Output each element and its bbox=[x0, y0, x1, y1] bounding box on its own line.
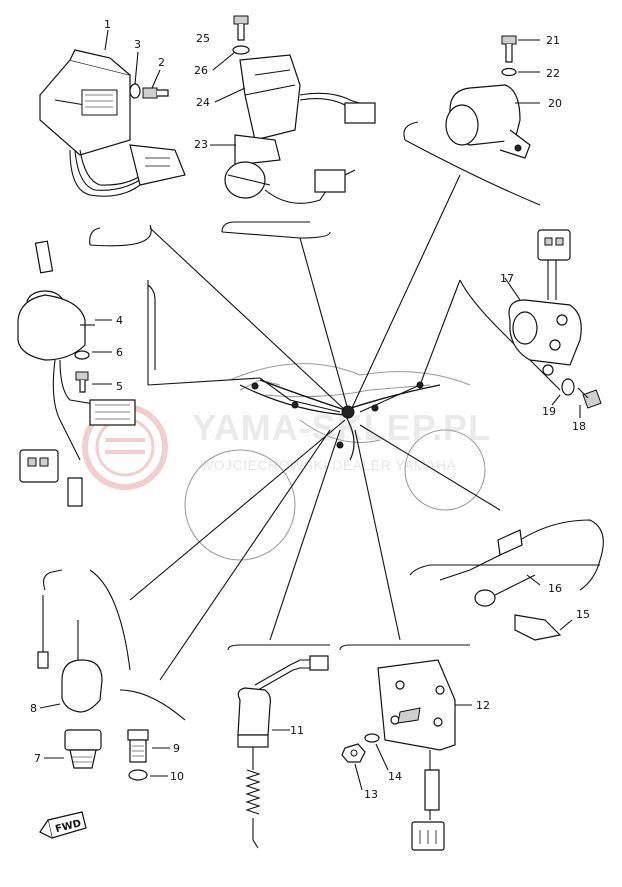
switch-lead-part-8: 8 bbox=[30, 569, 103, 715]
callout-18: 18 bbox=[572, 420, 586, 433]
screw-part-5: 5 bbox=[75, 371, 123, 393]
callout-19: 19 bbox=[542, 405, 556, 418]
rectifier-part-12: 12 bbox=[377, 659, 490, 851]
callout-10: 10 bbox=[170, 770, 184, 783]
nut-part-13: 13 bbox=[341, 743, 378, 801]
relay-unit-part-1: 1 bbox=[39, 18, 186, 197]
group-brackets bbox=[89, 121, 600, 721]
neutral-switch-part-9: 9 bbox=[127, 729, 180, 763]
watermark: YAMA-SKLEP.PL WOJCIECHOWSKI DEALER YAMAH… bbox=[82, 404, 491, 490]
callout-15: 15 bbox=[576, 608, 590, 621]
callout-1: 1 bbox=[104, 18, 111, 31]
callout-8: 8 bbox=[30, 702, 37, 715]
bolt-part-18: 18 bbox=[572, 387, 602, 433]
callout-24: 24 bbox=[196, 96, 210, 109]
callout-3: 3 bbox=[134, 38, 141, 51]
fwd-arrow-icon: FWD bbox=[39, 811, 87, 839]
washer-part-26: 26 bbox=[194, 45, 250, 77]
callout-11: 11 bbox=[290, 724, 304, 737]
connector-icon bbox=[129, 144, 186, 186]
callout-13: 13 bbox=[364, 788, 378, 801]
speedo-cable-part-16: 16 bbox=[439, 519, 604, 607]
wire-harness bbox=[239, 379, 441, 461]
callout-14: 14 bbox=[388, 770, 402, 783]
watermark-brand: YAMA-SKLEP.PL bbox=[192, 407, 491, 448]
callout-4: 4 bbox=[116, 314, 123, 327]
callout-20: 20 bbox=[548, 97, 562, 110]
flasher-relay-part-23-24: 23 24 bbox=[194, 54, 376, 204]
bolt-part-2: 2 bbox=[142, 56, 169, 99]
callout-5: 5 bbox=[116, 380, 123, 393]
washer-part-19: 19 bbox=[542, 378, 575, 418]
spring-icon bbox=[245, 769, 261, 815]
washer-part-3: 3 bbox=[129, 38, 141, 99]
connector-icon bbox=[344, 102, 376, 124]
callout-12: 12 bbox=[476, 699, 490, 712]
callout-23: 23 bbox=[194, 138, 208, 151]
callout-2: 2 bbox=[158, 56, 165, 69]
harness-junction bbox=[341, 405, 355, 419]
callout-16: 16 bbox=[548, 582, 562, 595]
callout-22: 22 bbox=[546, 67, 560, 80]
sender-part-15: 15 bbox=[514, 608, 590, 641]
main-switch-part-4: 4 bbox=[17, 240, 136, 507]
switch-body-part-7: 7 bbox=[34, 729, 102, 769]
callout-25: 25 bbox=[196, 32, 210, 45]
leader-lines bbox=[89, 139, 541, 681]
washer-part-14: 14 bbox=[364, 733, 402, 783]
brake-switch-part-11: 11 bbox=[237, 655, 329, 849]
washer-part-6: 6 bbox=[74, 346, 123, 360]
washer-part-22: 22 bbox=[501, 67, 560, 80]
gasket-part-10: 10 bbox=[128, 769, 184, 783]
callout-9: 9 bbox=[173, 742, 180, 755]
starter-relay-part-17: 17 bbox=[500, 229, 582, 376]
key-icon bbox=[34, 240, 54, 274]
screw-part-25: 25 bbox=[196, 15, 249, 45]
connector-icon bbox=[19, 449, 59, 483]
relay-part-20: 20 bbox=[445, 84, 562, 159]
callout-21: 21 bbox=[546, 34, 560, 47]
connector-icon bbox=[537, 229, 571, 261]
callout-7: 7 bbox=[34, 752, 41, 765]
callout-26: 26 bbox=[194, 64, 208, 77]
callout-17: 17 bbox=[500, 272, 514, 285]
bolt-part-21: 21 bbox=[501, 34, 560, 63]
callout-6: 6 bbox=[116, 346, 123, 359]
